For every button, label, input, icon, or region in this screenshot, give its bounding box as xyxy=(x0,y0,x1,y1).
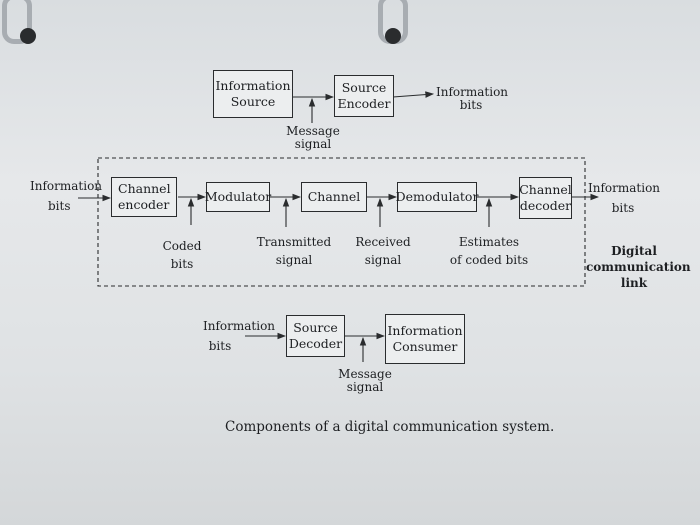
channel-encoder-line1: Channel xyxy=(118,181,171,196)
link-input-bits-line1: Information xyxy=(30,179,103,193)
channel-box: Channel xyxy=(301,182,367,212)
bottom-information-bits-label: Information bits xyxy=(203,316,276,356)
source-encoder-line2: Encoder xyxy=(337,96,391,111)
information-consumer-line1: Information xyxy=(387,323,463,338)
received-line2: signal xyxy=(364,253,402,267)
transmitted-line1: Transmitted xyxy=(256,235,332,249)
channel-decoder-line1: Channel xyxy=(519,182,572,197)
demodulator-box: Demodulator xyxy=(395,182,479,212)
bottom-bits-line2: bits xyxy=(208,339,232,353)
source-encoder-box: Source Encoder xyxy=(334,75,394,117)
information-consumer-box: Information Consumer xyxy=(385,314,465,364)
channel-encoder-box: Channel encoder xyxy=(111,177,177,217)
received-line1: Received xyxy=(355,235,411,249)
source-decoder-box: Source Decoder xyxy=(286,315,345,357)
information-source-line2: Source xyxy=(230,94,276,109)
channel-encoder-line2: encoder xyxy=(118,197,170,212)
link-output-bits-line1: Information xyxy=(588,181,661,195)
estimates-label: Estimates of coded bits xyxy=(449,233,529,269)
link-label-line1: Digital xyxy=(611,244,657,258)
coded-bits-line1: Coded xyxy=(162,239,202,253)
channel-decoder-line2: decoder xyxy=(519,198,572,213)
channel-decoder-box: Channel decoder xyxy=(519,177,572,219)
link-input-information-bits-label: Information bits xyxy=(30,176,103,216)
binder-hole-right xyxy=(385,28,401,44)
link-output-information-bits-label: Information bits xyxy=(588,178,661,218)
figure-caption: Components of a digital communication sy… xyxy=(0,419,700,435)
top-message-line1: Message xyxy=(286,124,340,138)
estimates-line2: of coded bits xyxy=(449,253,529,267)
source-decoder-line2: Decoder xyxy=(288,336,343,351)
received-signal-label: Received signal xyxy=(353,233,413,269)
coded-bits-line2: bits xyxy=(170,257,194,271)
link-output-bits-line2: bits xyxy=(611,201,635,215)
channel-label: Channel xyxy=(307,189,361,204)
figure-caption-text: Components of a digital communication sy… xyxy=(225,419,555,435)
source-encoder-line1: Source xyxy=(341,80,387,95)
link-label-line3: link xyxy=(620,276,648,290)
link-dashed-frame xyxy=(97,157,586,287)
binder-hole-left xyxy=(20,28,36,44)
transmitted-line2: signal xyxy=(275,253,313,267)
link-input-bits-line2: bits xyxy=(48,199,71,213)
arrow-encoder-to-bits xyxy=(392,91,435,98)
modulator-label: Modulator xyxy=(204,189,272,204)
top-information-bits-label: Information bits xyxy=(436,84,509,113)
top-message-line2: signal xyxy=(294,137,332,151)
modulator-box: Modulator xyxy=(204,182,272,212)
coded-bits-label: Coded bits xyxy=(160,237,204,273)
estimates-line1: Estimates xyxy=(458,235,520,249)
demodulator-label: Demodulator xyxy=(395,189,479,204)
top-bits-line1: Information xyxy=(436,85,509,99)
link-label-line2: communication xyxy=(586,260,691,274)
digital-communication-link-label: Digital communication link xyxy=(586,243,691,291)
bottom-message-line2: signal xyxy=(346,380,384,394)
source-decoder-line1: Source xyxy=(293,320,338,335)
top-bits-line2: bits xyxy=(459,98,483,112)
top-message-signal-label: Message signal xyxy=(282,125,344,151)
bottom-message-line1: Message xyxy=(338,367,392,381)
bottom-bits-line1: Information xyxy=(203,319,276,333)
bottom-message-signal-label: Message signal xyxy=(334,368,396,394)
information-source-line1: Information xyxy=(215,78,291,93)
transmitted-signal-label: Transmitted signal xyxy=(256,233,332,269)
information-consumer-line2: Consumer xyxy=(392,339,458,354)
information-source-box: Information Source xyxy=(213,70,293,118)
binder-ring-left xyxy=(2,0,32,44)
